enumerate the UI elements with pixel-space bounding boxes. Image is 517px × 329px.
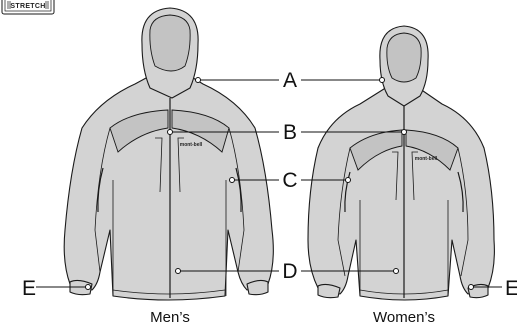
callout-e-right: E (505, 277, 517, 300)
stretch-badge-label: STRETCH (10, 3, 45, 10)
womens-jacket: mont-bell (308, 26, 494, 300)
mens-chest-logo: mont-bell (180, 142, 203, 148)
callout-e-left: E (22, 277, 36, 300)
callout-c: C (282, 169, 297, 192)
womens-chest-logo: mont-bell (415, 156, 438, 162)
callout-a: A (283, 69, 297, 92)
stretch-badge: STRETCH (2, 0, 54, 14)
caption-mens: Men’s (150, 309, 190, 326)
callout-d: D (282, 260, 297, 283)
caption-womens: Women’s (373, 309, 435, 326)
callout-b: B (283, 121, 297, 144)
mens-jacket: mont-bell (64, 8, 273, 300)
